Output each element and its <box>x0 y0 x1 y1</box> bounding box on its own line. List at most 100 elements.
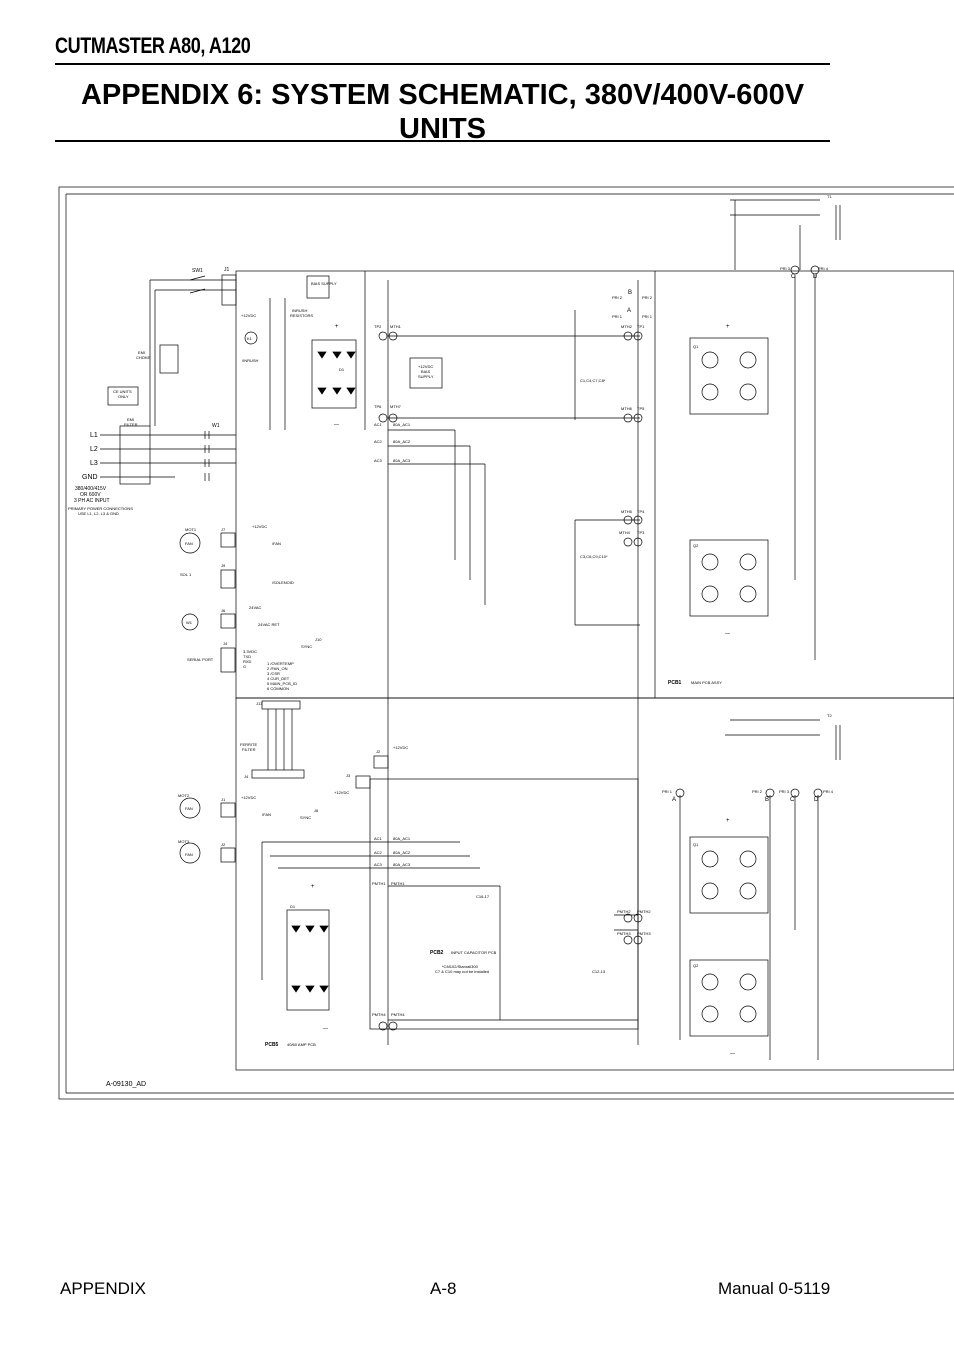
label-pmth1-a: PMTH1 <box>372 881 386 886</box>
label-t2: T2 <box>827 713 832 718</box>
input-note-1: 380/400/415V <box>75 486 107 492</box>
label-pri1-bottom: PRI 1 <box>662 789 673 794</box>
label-emi-filter-2: FILTER <box>124 422 138 427</box>
label-mth5: MTH5 <box>621 509 633 514</box>
label-24vac: 24VAC <box>249 605 261 610</box>
label-j2-bottom: J2 <box>221 842 226 847</box>
bridge-d1 <box>311 339 357 409</box>
label-k1: K1 <box>247 336 253 341</box>
label-plus12-j2: +12VDC <box>393 745 408 750</box>
product-header: CUTMASTER A80, A120 <box>55 33 251 58</box>
label-w1-bottom: W1 <box>186 620 193 625</box>
label-w1: W1 <box>212 423 220 429</box>
label-pmth4-b: PMTH4 <box>391 1012 405 1017</box>
label-serial-3: RXD <box>243 659 252 664</box>
label-q1-top: Q1 <box>693 344 699 349</box>
label-pmth1-b: PMTH1 <box>391 881 405 886</box>
page-title: APPENDIX 6: SYSTEM SCHEMATIC, 380V/400V-… <box>55 78 830 146</box>
label-mth1: MTH1 <box>390 324 402 329</box>
label-emi-choke-2: CHOKE <box>136 355 151 360</box>
label-80a-ac2-b: 80A_AC2 <box>393 850 411 855</box>
label-pri4-top: PRI 4 <box>818 266 829 271</box>
label-bias12-b: BIAS <box>421 369 430 374</box>
label-minus-d1-b: — <box>323 1026 328 1032</box>
label-pin-1: 1 /OVERTEMP <box>267 661 294 666</box>
label-j7: J7 <box>221 527 226 532</box>
title-rule <box>55 140 830 142</box>
label-ce-1: CE UNITS <box>113 389 132 394</box>
transformers <box>679 199 841 1060</box>
terminals <box>378 265 823 1031</box>
label-mth6: MTH6 <box>621 406 633 411</box>
label-plus12-mot2: +12VDC <box>241 795 256 800</box>
label-note-b: C7 & C10 may not be installed <box>435 969 489 974</box>
label-pmth3-b: PMTH3 <box>637 931 651 936</box>
label-tp2: TP2 <box>374 324 382 329</box>
label-pcb2-desc: INPUT CAPACITOR PCB <box>451 950 497 955</box>
label-80a-ac3-b: 80A_AC3 <box>393 862 411 867</box>
input-section <box>100 274 330 485</box>
label-tp3: TP3 <box>637 530 645 535</box>
label-pri2-bottom: PRI 2 <box>752 789 763 794</box>
input-capacitors <box>204 431 210 481</box>
label-pcb2: PCB2 <box>430 950 444 956</box>
left-connectors <box>179 532 389 864</box>
label-pcb5-desc: 40/60 AMP PCB <box>287 1042 316 1047</box>
label-pcb5: PCB5 <box>265 1042 279 1048</box>
label-j4-bottom: J4 <box>244 774 249 779</box>
label-q2-top: Q2 <box>693 543 699 548</box>
label-j6-bottom: J6 <box>314 808 319 813</box>
label-ce-2: ONLY <box>118 394 129 399</box>
label-pri3-top: PRI 3 <box>780 266 791 271</box>
label-j1: J1 <box>224 267 230 273</box>
label-note-a: *CM102/Stanrail300 <box>442 964 479 969</box>
label-pin-6: 6 COMMON <box>267 686 289 691</box>
label-l3: L3 <box>90 460 98 467</box>
label-tp4: TP4 <box>637 509 645 514</box>
label-serial-1: 3.3VDC <box>243 649 257 654</box>
pcb1-outline <box>235 270 954 699</box>
label-pmth2-a: PMTH2 <box>617 909 631 914</box>
label-mot3: MOT3 <box>178 839 190 844</box>
label-slash-fan: /FAN <box>272 541 281 546</box>
label-emi-choke-1: EMI <box>138 350 145 355</box>
label-c-bottom: C <box>790 797 795 803</box>
label-sync-top: SYNC <box>301 644 312 649</box>
label-tp1: TP1 <box>637 324 645 329</box>
label-d-bottom: D <box>814 797 819 803</box>
label-a-bottom: A <box>672 797 676 803</box>
label-bias12-c: SUPPLY <box>418 374 434 379</box>
label-pri2-top: PRI 2 <box>612 295 623 300</box>
label-ac2: AC2 <box>374 439 383 444</box>
label-a-top: A <box>627 308 631 314</box>
label-mth2: MTH2 <box>621 324 633 329</box>
label-pmth3-a: PMTH3 <box>617 931 631 936</box>
bus-wiring <box>364 271 656 1045</box>
label-d-top: D <box>813 274 818 280</box>
label-b-top: B <box>628 290 632 296</box>
label-minus-q2: — <box>725 631 730 637</box>
label-plus-q1-b: + <box>726 818 730 824</box>
label-slash-fan-2: /FAN <box>262 812 271 817</box>
label-d1-bottom: D1 <box>290 904 296 909</box>
label-emi-filter-1: EMI <box>127 417 134 422</box>
label-pri1-top-b: PRI 1 <box>642 314 653 319</box>
label-80a-ac3: 80A_AC3 <box>393 458 411 463</box>
pcb2-outline <box>369 778 639 1030</box>
label-mot2: MOT2 <box>178 793 190 798</box>
label-80a-ac1: 80A_AC1 <box>393 422 411 427</box>
label-pin-2: 2 /FAN_ON <box>267 666 288 671</box>
label-serial-port: SERIAL PORT <box>187 657 214 662</box>
label-plus12-j3: +12VDC <box>334 790 349 795</box>
label-bias12-a: +12VDC <box>418 364 433 369</box>
label-bias: BIAS SUPPLY <box>311 281 337 286</box>
label-pin-3: 3 /CSR <box>267 671 280 676</box>
label-pin-4: 4 CUR_DET <box>267 676 290 681</box>
label-c1-group: C1,C4,C7,C8* <box>580 378 606 383</box>
label-j6: J6 <box>221 608 226 613</box>
label-plus-q1: + <box>726 324 730 330</box>
label-ac3-b: AC3 <box>374 862 383 867</box>
label-fan2: FAN <box>185 806 193 811</box>
label-pmth4-a: PMTH4 <box>372 1012 386 1017</box>
input-note-2: OR 600V <box>80 492 101 498</box>
